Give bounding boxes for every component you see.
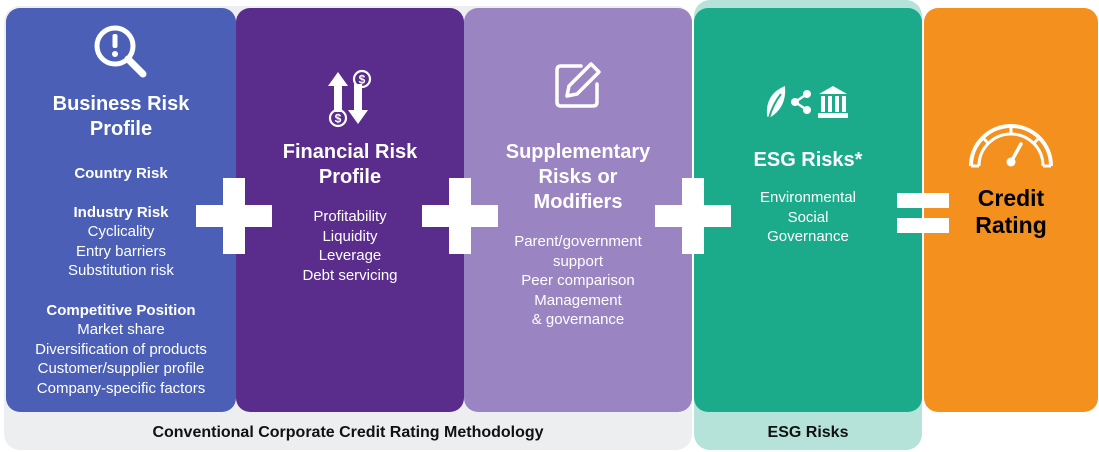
plus-sign [655,178,731,254]
plus-sign [196,178,272,254]
credit-title-line2: Rating [975,212,1047,238]
industry-risk-label: Industry Risk [73,204,169,221]
country-risk-label: Country Risk [74,165,168,182]
financial-item: Leverage [318,247,382,264]
financial-item: Debt servicing [302,266,398,284]
plus-sign [422,178,498,254]
competitive-item: Market share [77,321,165,338]
business-title-line1: Business Risk [52,93,190,115]
supplementary-item: Peer comparison [521,272,635,289]
svg-text:$: $ [359,73,366,87]
equals-sign-top [897,193,949,208]
supplementary-risks-card: Supplementary Risks or Modifiers Parent/… [464,8,692,412]
edit-icon [555,62,601,108]
financial-title-line1: Financial Risk [282,141,418,163]
esg-item: Governance [767,228,849,245]
competitive-item: Diversification of products [35,340,207,358]
equals-sign-bottom [897,218,949,233]
credit-title-line1: Credit [977,185,1045,211]
supplementary-title-line1: Supplementary [505,141,651,163]
esg-item: Environmental [760,189,856,206]
financial-title-line2: Profile [318,166,382,188]
esg-risks-card: ESG Risks* Environmental Social Governan… [694,8,922,412]
svg-text:$: $ [335,112,342,126]
supplementary-title-line3: Modifiers [533,191,623,213]
magnifier-exclamation-icon [94,25,147,78]
industry-item: Cyclicality [87,223,155,240]
competitive-item: Customer/supplier profile [37,360,205,377]
esg-title: ESG Risks* [753,149,863,171]
financial-item: Liquidity [322,227,378,245]
supplementary-item: & governance [531,311,625,328]
financial-item: Profitability [313,208,387,225]
competitive-item: Company-specific factors [36,379,206,397]
supplementary-item: support [552,252,604,270]
leaf-share-bank-icon [766,86,848,119]
supplementary-item: Management [534,291,622,309]
business-title-line2: Profile [89,118,153,140]
esg-band-label: ESG Risks [767,424,849,441]
dollar-arrows-icon: $ $ [328,69,372,128]
industry-item: Entry barriers [75,242,167,260]
competitive-position-label: Competitive Position [46,302,196,319]
esg-item: Social [787,208,829,226]
industry-item: Substitution risk [68,262,174,279]
supplementary-title-line2: Risks or [538,166,618,188]
gauge-icon [969,124,1053,168]
supplementary-item: Parent/government [514,233,642,250]
conventional-methodology-label: Conventional Corporate Credit Rating Met… [152,424,544,441]
credit-rating-card: Credit Rating [924,8,1098,412]
